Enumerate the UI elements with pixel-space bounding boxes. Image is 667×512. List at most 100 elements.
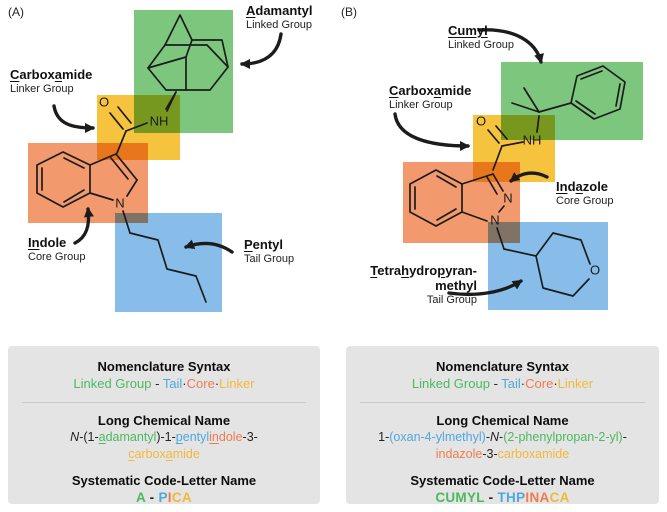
thp-arrow: [447, 279, 523, 297]
thp-label-title-line2: methyl: [435, 277, 477, 293]
text-segment: Linked Group: [411, 376, 490, 392]
text-segment: -3-: [242, 430, 258, 445]
adamantyl-label-title: Adamantyl: [246, 3, 313, 19]
text-segment: a: [98, 430, 106, 445]
carboxamide-b-label-title: Carboxamide: [389, 83, 472, 99]
indole-structure: N: [36, 151, 138, 210]
text-segment: C: [10, 67, 20, 82]
text-segment: -: [499, 430, 504, 445]
text-segment: ·: [182, 376, 187, 392]
text-segment: T: [370, 263, 378, 278]
text-segment: In: [28, 235, 40, 250]
text-segment: carboxamide: [497, 446, 570, 461]
indazole-n1-atom-label: N: [490, 212, 499, 227]
long-name-line2-a: carboxamide: [16, 446, 312, 462]
indazole-label: Indazole Core Group: [556, 179, 613, 208]
spacer-b: [354, 462, 651, 473]
indazole-arrow: [509, 171, 549, 183]
text-segment: (2-phenylpropan-2-yl): [503, 430, 623, 445]
text-segment: Core: [186, 376, 215, 392]
thp-label-title-line1: Tetrahydropyran-: [370, 263, 477, 279]
adamantyl-label: Adamantyl Linked Group: [246, 3, 313, 32]
text-segment: CA: [549, 490, 570, 506]
text-segment: arbox: [19, 67, 55, 82]
pentyl-arrow: [184, 239, 234, 254]
text-segment: INA: [525, 490, 550, 506]
text-segment: (oxan-4-ylmethyl): [389, 430, 486, 445]
indole-label-subtitle: Core Group: [28, 250, 86, 263]
pentyl-label: Pentyl Tail Group: [244, 237, 294, 266]
text-segment: N: [70, 430, 80, 445]
syntax-title-a: Nomenclature Syntax: [97, 359, 231, 374]
text-segment: p: [437, 263, 446, 278]
carboxamide-b-structure: O NH: [476, 113, 541, 171]
text-segment: c: [128, 446, 135, 461]
text-segment: ydro: [409, 263, 438, 278]
oxygen-atom-label-b: O: [476, 113, 486, 128]
text-segment: A: [136, 490, 146, 506]
indole-label: Indole Core Group: [28, 235, 86, 264]
text-segment: a: [54, 67, 63, 82]
adamantyl-label-subtitle: Linked Group: [246, 18, 313, 31]
text-segment: d: [567, 179, 576, 194]
text-segment: damantyl: [255, 3, 313, 18]
text-segment: N: [489, 430, 500, 445]
text-segment: -: [485, 430, 490, 445]
cumyl-label-subtitle: Linked Group: [448, 38, 515, 51]
text-segment: arbox: [398, 83, 434, 98]
text-segment: Linked Group: [73, 376, 152, 392]
text-segment: )-1-: [156, 430, 176, 445]
long-name-line1-b: 1-(oxan-4-ylmethyl)-N-(2-phenylpropan-2-…: [354, 429, 651, 445]
text-segment: entyl: [252, 237, 284, 252]
carboxamide-b-label: Carboxamide Linker Group: [389, 83, 472, 112]
adamantane-structure: [147, 14, 229, 110]
indazole-label-title: Indazole: [556, 179, 613, 195]
cumyl-arrow: [477, 28, 544, 64]
code-title-a: Systematic Code-Letter Name: [71, 472, 257, 488]
text-segment: Linker: [219, 376, 255, 392]
divider-a: [22, 402, 306, 404]
text-segment: Tail: [162, 376, 183, 392]
thp-structure: O: [496, 227, 600, 297]
text-segment: -3-: [482, 446, 498, 461]
text-segment: a: [165, 446, 173, 461]
text-segment: -(1-: [79, 430, 99, 445]
syntax-line-a: Linked Group - Tail·Core·Linker: [16, 376, 312, 393]
adamantyl-arrow: [240, 32, 283, 69]
long-name-line1-a: N-(1-adamantyl)-1-pentylindole-3-: [16, 429, 312, 445]
text-segment: -: [145, 490, 159, 506]
text-segment: -: [622, 430, 627, 445]
text-segment: mide: [441, 83, 472, 98]
text-segment: mide: [62, 67, 93, 82]
cumyl-structure: [511, 65, 626, 133]
text-segment: dole: [218, 430, 243, 445]
text-segment: arbox: [134, 446, 166, 461]
text-segment: p: [175, 430, 183, 445]
cumyl-label: Cumyl Linked Group: [448, 23, 515, 52]
indole-arrow: [73, 207, 94, 245]
text-segment: THP: [497, 490, 526, 506]
text-segment: Linker: [557, 376, 594, 392]
text-segment: ·: [520, 376, 526, 392]
nomenclature-panel-b: Nomenclature Syntax Linked Group - Tail·…: [346, 346, 659, 506]
carboxamide-b-label-subtitle: Linker Group: [389, 98, 453, 111]
text-segment: dole: [39, 235, 67, 250]
pentyl-structure: [122, 210, 207, 303]
text-segment: in: [209, 430, 219, 445]
text-segment: ·: [214, 376, 220, 392]
carboxamide-a-label: Carboxamide Linker Group: [10, 67, 93, 96]
code-line-a: A - PICA: [16, 490, 312, 505]
text-segment: -: [489, 376, 502, 392]
text-segment: P: [158, 490, 168, 506]
pentyl-label-title: Pentyl: [244, 237, 294, 253]
cumyl-label-title: Cumyl: [448, 23, 514, 39]
nh-atom-label: NH: [150, 113, 169, 128]
text-segment: a: [575, 179, 583, 194]
oxygen-atom-label: O: [99, 94, 109, 109]
text-segment: -: [151, 376, 163, 392]
text-segment: P: [244, 237, 253, 252]
text-segment: Tail: [501, 376, 521, 392]
text-segment: etra: [377, 263, 402, 278]
syntax-title-b: Nomenclature Syntax: [436, 359, 569, 374]
